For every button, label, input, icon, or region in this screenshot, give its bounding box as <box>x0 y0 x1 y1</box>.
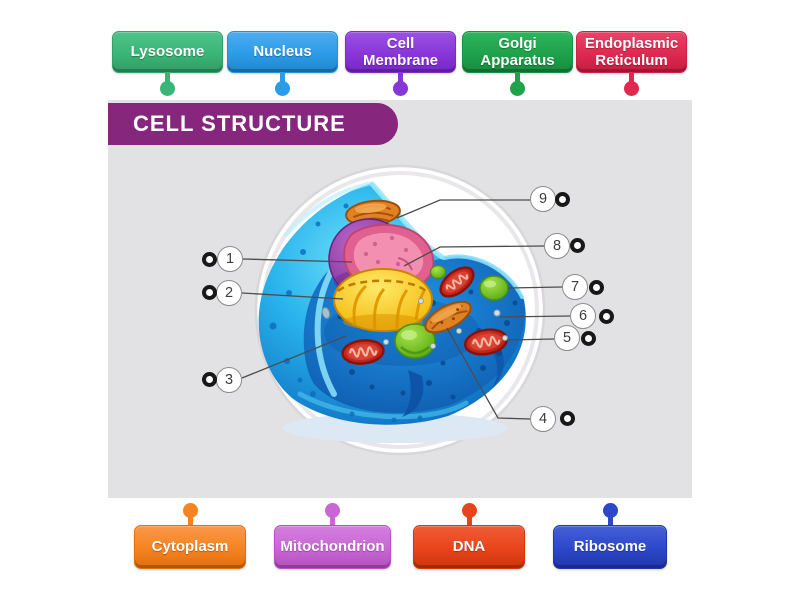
ribosome-dots <box>383 298 508 349</box>
mitochondrion-illustration <box>341 266 509 365</box>
pin-stem <box>515 72 520 82</box>
label-chip-cell-membrane[interactable]: Cell Membrane <box>345 31 456 103</box>
chip-face[interactable]: Ribosome <box>553 525 667 569</box>
chip-label: Endoplasmic Reticulum <box>584 34 679 69</box>
pin-stem <box>607 516 613 526</box>
pin-stem <box>629 72 634 82</box>
marker-circle-1: 1 <box>217 246 243 272</box>
marker-circle-4: 4 <box>530 406 556 432</box>
drop-target-ring-8[interactable] <box>570 238 585 253</box>
chip-face[interactable]: Endoplasmic Reticulum <box>576 31 687 73</box>
marker-number: 2 <box>224 285 234 301</box>
pin-icon <box>602 503 618 518</box>
chip-face[interactable]: Cell Membrane <box>345 31 456 73</box>
pin-stem <box>466 516 472 526</box>
connector-lines <box>241 199 571 420</box>
page-title: CELL STRUCTURE <box>108 103 398 145</box>
marker-circle-2: 2 <box>216 280 242 306</box>
marker-circle-9: 9 <box>530 186 556 212</box>
pin-stem <box>330 516 335 526</box>
chip-label: Lysosome <box>130 43 205 61</box>
chip-label: Ribosome <box>573 538 647 556</box>
pin-icon <box>510 81 525 96</box>
label-chip-dna[interactable]: DNA <box>413 503 525 570</box>
label-chip-nucleus[interactable]: Nucleus <box>227 31 338 103</box>
endoplasmic-reticulum-illustration <box>333 268 433 332</box>
golgi-middle-illustration <box>424 300 472 334</box>
marker-number: 7 <box>570 279 580 295</box>
marker-number: 6 <box>578 308 588 324</box>
pin-icon <box>160 81 175 96</box>
marker-circle-7: 7 <box>562 274 588 300</box>
chip-face[interactable]: Golgi Apparatus <box>462 31 573 73</box>
chip-face[interactable]: Lysosome <box>112 31 223 73</box>
drop-target-ring-3[interactable] <box>202 372 217 387</box>
pin-icon <box>393 81 408 96</box>
pin-stem <box>280 72 285 82</box>
marker-number: 8 <box>552 238 562 254</box>
drop-target-ring-2[interactable] <box>202 285 217 300</box>
chip-face[interactable]: Cytoplasm <box>134 525 246 569</box>
chip-face[interactable]: DNA <box>413 525 525 569</box>
chip-label: Cell Membrane <box>362 34 439 69</box>
marker-number: 3 <box>224 372 234 388</box>
cell-illustration <box>241 164 571 456</box>
lysosome-illustration <box>394 264 509 359</box>
marker-circle-5: 5 <box>554 325 580 351</box>
chip-face[interactable]: Mitochondrion <box>274 525 391 569</box>
marker-number: 4 <box>538 411 548 427</box>
pin-stem <box>398 72 403 82</box>
chip-label: DNA <box>452 538 486 556</box>
pin-icon <box>461 503 477 518</box>
pin-stem <box>187 516 193 526</box>
marker-circle-3: 3 <box>216 367 242 393</box>
chip-label: Nucleus <box>253 43 312 61</box>
golgi-top-illustration <box>345 199 401 227</box>
marker-number: 9 <box>538 191 548 207</box>
chip-label: Mitochondrion <box>280 538 385 556</box>
marker-circle-8: 8 <box>544 233 570 259</box>
chip-face[interactable]: Nucleus <box>227 31 338 73</box>
label-chip-cytoplasm[interactable]: Cytoplasm <box>134 503 246 570</box>
pin-stem <box>165 72 170 82</box>
marker-circle-6: 6 <box>570 303 596 329</box>
pin-icon <box>182 503 198 518</box>
label-chip-lysosome[interactable]: Lysosome <box>112 31 223 103</box>
pin-icon <box>624 81 639 96</box>
drop-target-ring-4[interactable] <box>560 411 575 426</box>
page-title-text: CELL STRUCTURE <box>133 111 346 136</box>
label-chip-ribosome[interactable]: Ribosome <box>553 503 667 570</box>
chip-label: Golgi Apparatus <box>480 34 555 69</box>
drop-target-ring-5[interactable] <box>581 331 596 346</box>
pin-icon <box>275 81 290 96</box>
label-chip-golgi-apparatus[interactable]: Golgi Apparatus <box>462 31 573 103</box>
pin-icon <box>325 503 340 518</box>
label-chip-endoplasmic-reticulum[interactable]: Endoplasmic Reticulum <box>576 31 687 103</box>
label-chip-mitochondrion[interactable]: Mitochondrion <box>274 503 391 570</box>
marker-number: 1 <box>225 251 235 267</box>
chip-label: Cytoplasm <box>151 538 229 556</box>
drop-target-ring-7[interactable] <box>589 280 604 295</box>
drop-target-ring-6[interactable] <box>599 309 614 324</box>
marker-number: 5 <box>562 330 572 346</box>
drop-target-ring-1[interactable] <box>202 252 217 267</box>
drop-target-ring-9[interactable] <box>555 192 570 207</box>
